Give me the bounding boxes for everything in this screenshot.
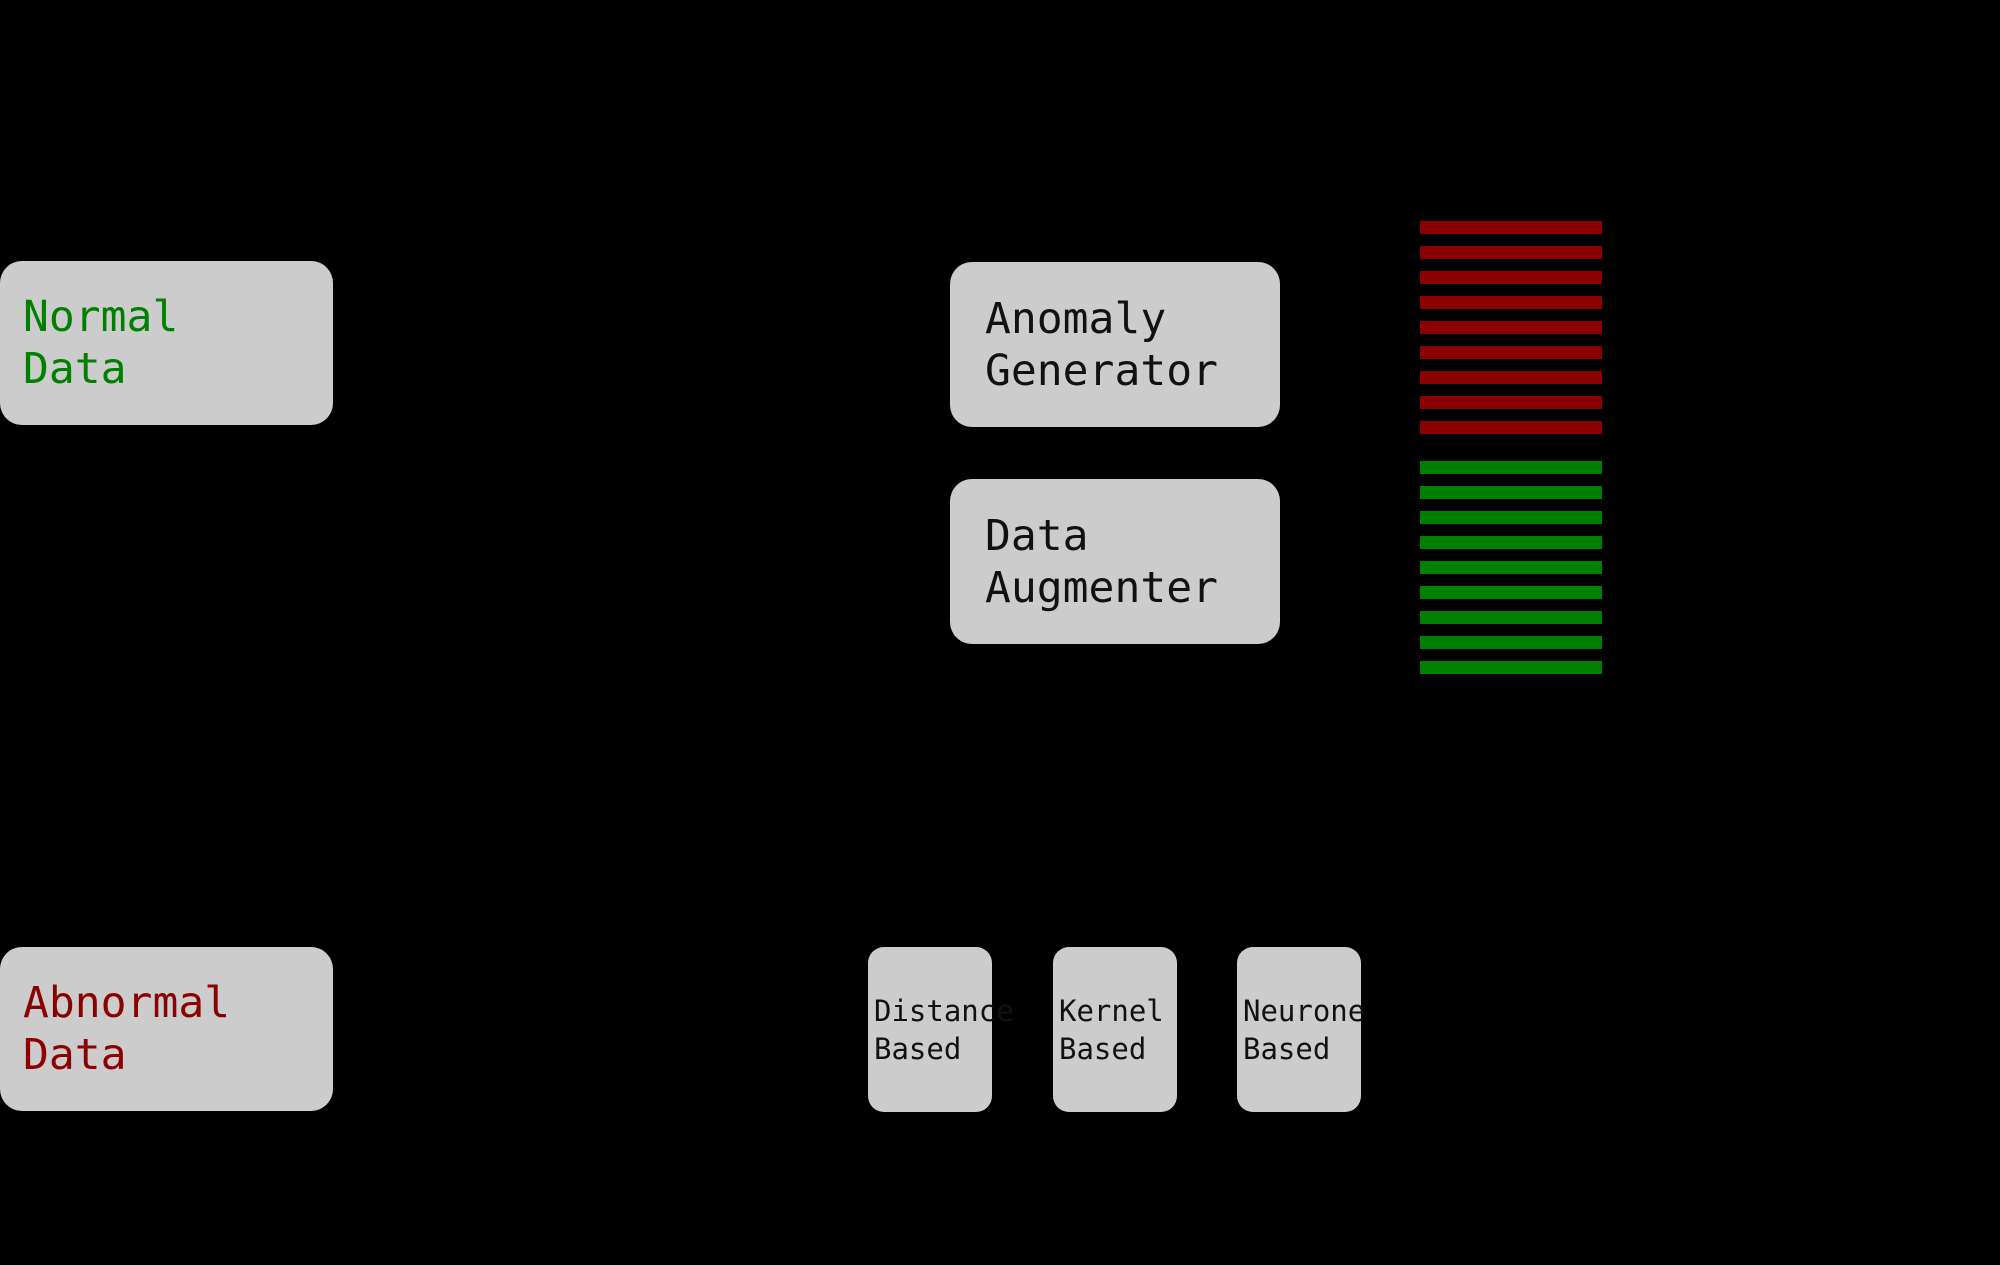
- node-neurone-based-line2: Based: [1243, 1031, 1331, 1066]
- sample-bar-abnormal: [1420, 396, 1602, 409]
- node-distance-based-line1: Distance: [874, 993, 1014, 1028]
- sample-bar-normal: [1420, 661, 1602, 674]
- sample-bar-normal: [1420, 561, 1602, 574]
- sample-bar-abnormal: [1420, 371, 1602, 384]
- sample-bar-abnormal: [1420, 421, 1602, 434]
- sample-bar-abnormal: [1420, 271, 1602, 284]
- node-data-augmenter[interactable]: Data Augmenter: [950, 479, 1280, 644]
- node-abnormal-data-line2: Data: [23, 1030, 127, 1080]
- sample-bar-abnormal: [1420, 221, 1602, 234]
- node-anomaly-generator-line1: Anomaly: [985, 293, 1167, 344]
- node-kernel-based-line1: Kernel: [1059, 993, 1164, 1028]
- node-data-augmenter-line2: Augmenter: [985, 562, 1218, 613]
- sample-bar-normal: [1420, 586, 1602, 599]
- sample-bar-normal: [1420, 636, 1602, 649]
- node-neurone-based-line1: Neurone: [1243, 993, 1366, 1028]
- node-normal-data[interactable]: Normal Data: [0, 261, 333, 425]
- sample-bar-abnormal: [1420, 246, 1602, 259]
- sample-bar-normal: [1420, 461, 1602, 474]
- node-kernel-based[interactable]: Kernel Based: [1053, 947, 1177, 1112]
- node-normal-data-line2: Data: [23, 344, 127, 394]
- sample-bar-normal: [1420, 486, 1602, 499]
- node-kernel-based-line2: Based: [1059, 1031, 1147, 1066]
- node-data-augmenter-line1: Data: [985, 510, 1089, 561]
- node-neurone-based[interactable]: Neurone Based: [1237, 947, 1366, 1112]
- node-normal-data-line1: Normal: [23, 292, 179, 342]
- sample-bar-normal: [1420, 511, 1602, 524]
- sample-bar-abnormal: [1420, 296, 1602, 309]
- sample-bar-stack: [1420, 221, 1602, 676]
- node-distance-based[interactable]: Distance Based: [868, 947, 1014, 1112]
- sample-bar-abnormal: [1420, 321, 1602, 334]
- sample-bar-normal: [1420, 611, 1602, 624]
- node-abnormal-data-line1: Abnormal: [23, 978, 231, 1028]
- sample-bar-abnormal: [1420, 346, 1602, 359]
- node-distance-based-line2: Based: [874, 1031, 962, 1066]
- node-abnormal-data[interactable]: Abnormal Data: [0, 947, 333, 1111]
- node-anomaly-generator[interactable]: Anomaly Generator: [950, 262, 1280, 427]
- node-anomaly-generator-line2: Generator: [985, 345, 1218, 396]
- sample-bar-normal: [1420, 536, 1602, 549]
